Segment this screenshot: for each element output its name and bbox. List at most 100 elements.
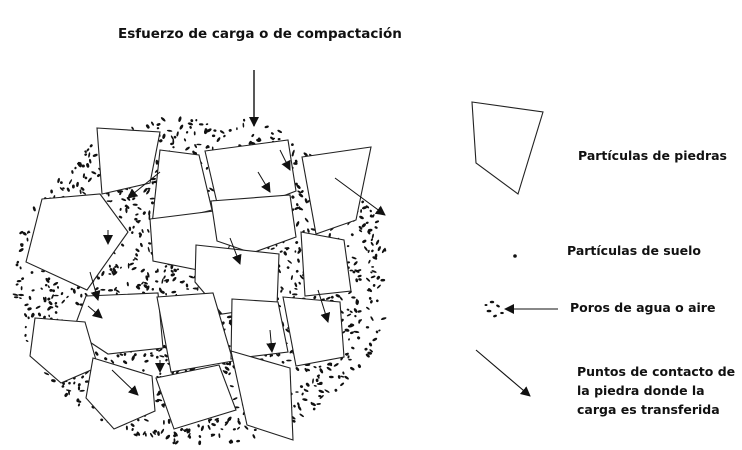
soil-speck [163, 269, 166, 273]
soil-speck [286, 359, 292, 362]
soil-speck [361, 200, 365, 204]
soil-speck [27, 316, 30, 320]
soil-speck [119, 266, 122, 269]
soil-speck [35, 305, 41, 309]
soil-speck [136, 431, 141, 436]
soil-speck [77, 383, 81, 387]
soil-speck [196, 143, 202, 146]
soil-speck [60, 292, 64, 296]
soil-speck [287, 259, 292, 264]
soil-speck [351, 296, 356, 299]
soil-speck [52, 289, 56, 293]
soil-speck [371, 249, 374, 253]
soil-speck [91, 171, 97, 175]
soil-speck [295, 269, 299, 273]
soil-speck [295, 391, 299, 393]
soil-speck [279, 250, 283, 253]
soil-speck [42, 296, 47, 303]
soil-speck [164, 354, 168, 358]
soil-speck [185, 131, 189, 134]
soil-speck [128, 226, 132, 231]
soil-speck [327, 362, 333, 366]
soil-speck [151, 181, 154, 185]
soil-speck [242, 122, 245, 128]
soil-speck [141, 281, 144, 285]
soil-speck [86, 163, 90, 168]
soil-speck [195, 119, 198, 122]
soil-speck [298, 247, 301, 251]
soil-speck [208, 418, 211, 424]
soil-speck [317, 375, 320, 379]
soil-speck [299, 413, 304, 418]
soil-speck [155, 399, 160, 403]
soil-speck [369, 209, 372, 213]
soil-speck [185, 146, 190, 151]
soil-speck [156, 127, 160, 130]
soil-speck [66, 295, 69, 299]
soil-speck [344, 375, 349, 380]
soil-speck [228, 128, 232, 132]
soil-speck [78, 164, 82, 168]
soil-speck [252, 434, 256, 439]
soil-speck [364, 347, 368, 351]
stone-particle [29, 317, 99, 384]
soil-speck [350, 233, 354, 237]
soil-speck [286, 266, 290, 269]
soil-speck [369, 214, 373, 218]
soil-speck [368, 296, 372, 300]
soil-speck [51, 294, 54, 299]
soil-speck [351, 346, 355, 350]
soil-speck [190, 119, 194, 123]
soil-speck [299, 385, 304, 389]
soil-speck [82, 191, 87, 195]
soil-speck [340, 375, 345, 378]
contact-arrow [266, 329, 277, 353]
soil-speck [368, 342, 373, 347]
soil-speck [173, 438, 176, 443]
soil-speck [158, 348, 163, 352]
soil-speck [377, 246, 381, 252]
stone-particle [155, 364, 237, 430]
contact-arrow [89, 271, 101, 301]
soil-speck [224, 421, 229, 424]
soil-speck [370, 316, 374, 321]
soil-speck [353, 261, 358, 266]
soil-speck [297, 405, 302, 411]
soil-speck [50, 189, 53, 194]
soil-speck [125, 207, 128, 214]
soil-speck [87, 177, 92, 183]
soil-speck [148, 242, 152, 245]
soil-speck [305, 382, 310, 387]
soil-speck [49, 288, 53, 292]
soil-speck [224, 366, 230, 371]
soil-speck [15, 263, 19, 267]
soil-speck [219, 130, 225, 134]
soil-speck [15, 283, 19, 286]
soil-speck [200, 425, 204, 432]
soil-speck [80, 187, 85, 191]
soil-speck [48, 314, 51, 318]
soil-speck [28, 295, 32, 300]
soil-speck [77, 386, 81, 391]
soil-speck [26, 237, 29, 242]
soil-speck [187, 432, 191, 438]
soil-speck [290, 275, 293, 281]
soil-speck [299, 274, 304, 280]
soil-speck [116, 354, 120, 358]
soil-speck [324, 389, 330, 393]
contact-point-arrows [87, 149, 386, 396]
soil-speck [232, 397, 238, 401]
soil-speck [53, 294, 59, 297]
soil-speck [147, 229, 150, 233]
soil-speck [365, 221, 369, 224]
soil-speck [151, 288, 155, 291]
soil-speck [109, 200, 113, 203]
soil-speck [187, 428, 191, 434]
soil-speck [349, 331, 354, 335]
soil-speck [294, 282, 298, 288]
soil-speck [291, 419, 296, 423]
soil-speck [123, 353, 127, 356]
soil-speck [376, 284, 381, 289]
soil-speck [372, 337, 378, 342]
soil-speck [71, 184, 75, 189]
